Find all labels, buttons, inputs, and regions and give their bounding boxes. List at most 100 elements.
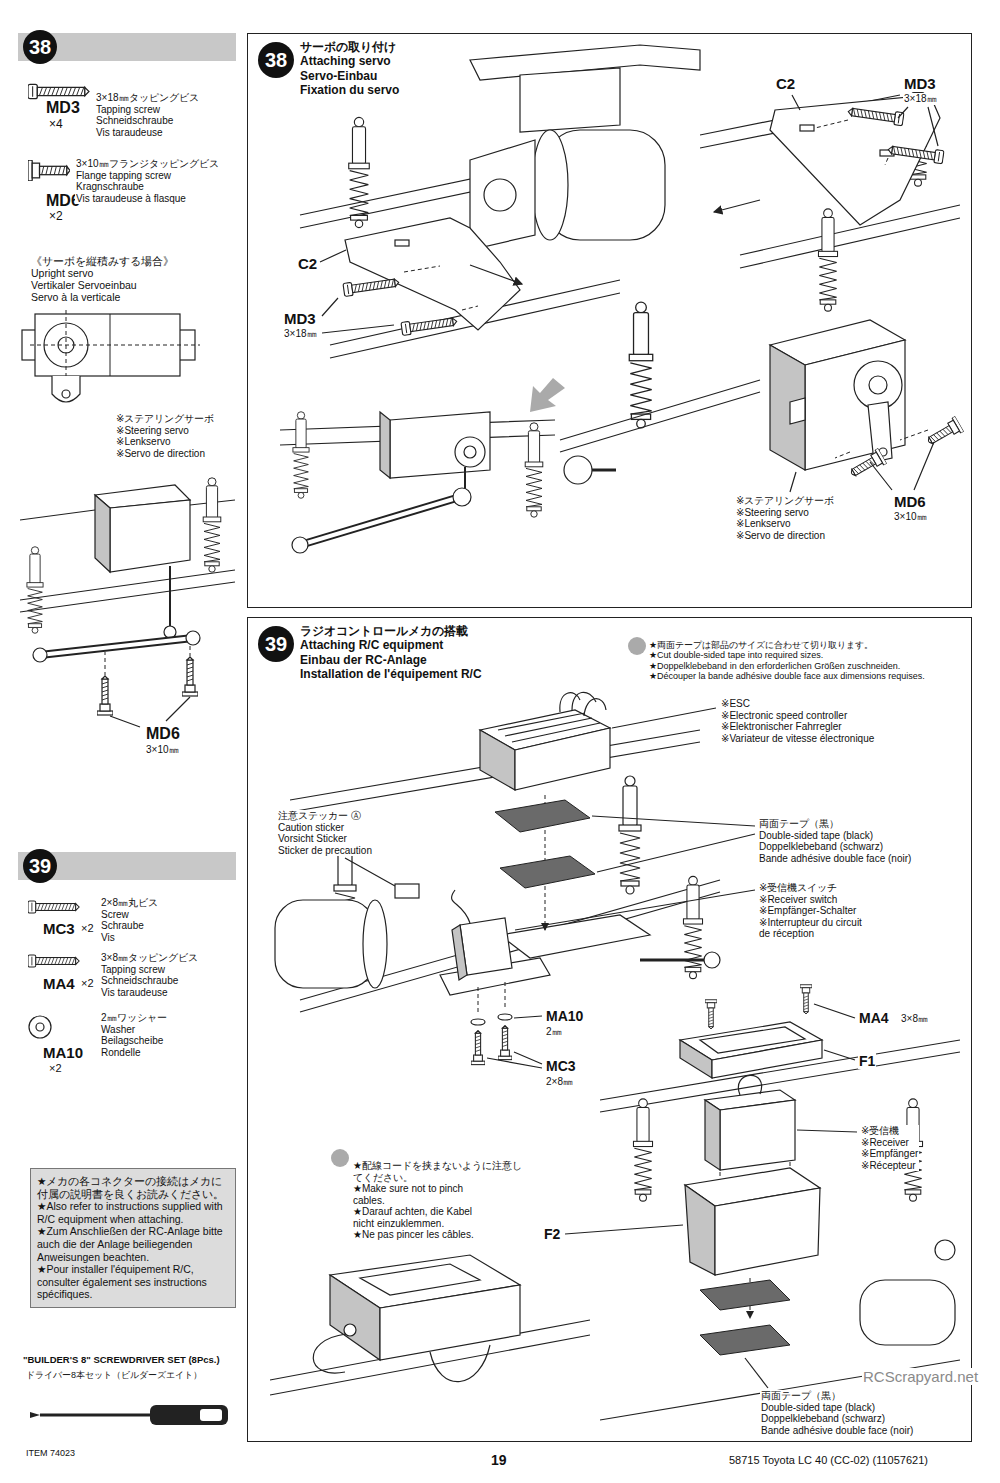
sidebar-38-part (52, 376, 80, 402)
servo-illustration-part (790, 398, 805, 424)
servo-illustration-part (869, 376, 887, 394)
servo-illustration-part (714, 200, 760, 212)
rc-illustration-part (498, 1026, 512, 1060)
servo-illustration-part (532, 130, 568, 240)
callout-label: ※受信機スイッチ ※Receiver switch ※Empfänger-Sch… (758, 882, 863, 940)
note-text: ★両面テープは部品のサイズに合わせて切り取ります。 ★Cut double-si… (648, 640, 926, 681)
rc-illustration-part (345, 708, 755, 930)
part-code: MA4 (858, 1010, 890, 1026)
servo-illustration-part (390, 412, 490, 478)
item-number: ITEM 74023 (25, 1448, 76, 1458)
rc-illustration-part (814, 1004, 855, 1060)
rc-illustration-part (705, 1100, 720, 1170)
part-code: MD3 (283, 310, 317, 327)
sidebar-38-part (182, 657, 198, 696)
rc-illustration-part (860, 1280, 955, 1345)
servo-illustration-part (800, 125, 814, 131)
rc-illustration-part (395, 884, 419, 898)
dimension: 3×18㎜ (283, 328, 318, 340)
sidebar-38-part (28, 84, 89, 98)
tool-name: ドライバー8本セット（ビルダーズエイト） (25, 1370, 203, 1380)
step-number-circle: 39 (258, 626, 294, 662)
servo-illustration-part (530, 378, 565, 412)
step-title: サーボの取り付け Attaching servo Servo-Einbau Fi… (300, 40, 399, 98)
servo-illustration-part (380, 412, 390, 478)
sidebar-38-part (97, 676, 113, 715)
rc-illustration-part (800, 985, 812, 1014)
part-code: MD3 (45, 99, 81, 117)
step-panel: サーボの取り付け Attaching servo Servo-Einbau Fi… (247, 33, 972, 608)
rc-illustration-part (487, 1016, 542, 1068)
sidebar-39-part (40, 1414, 150, 1417)
rc-illustration-part (705, 1000, 717, 1029)
servo-illustration-part (629, 302, 652, 428)
callout-label: ※ステアリングサーボ ※Steering servo ※Lenkservo ※S… (735, 495, 835, 541)
step-number: 38 (265, 49, 287, 72)
note-text: ★メカの各コネクターの接続はメカに付属の説明書を良くお読みください。 ★Also… (37, 1175, 229, 1301)
servo-illustration-part (300, 497, 460, 545)
section-heading: 《サーボを縦積みする場合》 Upright servo Vertikaler S… (30, 255, 175, 303)
part-code: MA4 (42, 975, 76, 992)
rc-illustration-part (797, 1130, 857, 1132)
part-description: 2㎜ワッシャー Washer Beilagscheibe Rondelle (100, 1012, 168, 1058)
rc-illustration-part (738, 1075, 761, 1095)
servo-illustration-part (464, 446, 476, 458)
callout-label: ※受信機 ※Receiver ※Empfänger ※Récepteur (860, 1125, 919, 1171)
servo-illustration-part (770, 345, 805, 470)
part-description: 3×10㎜フランジタッピングビス Flange tapping screw Kr… (75, 158, 220, 204)
dimension: 3×8㎜ (900, 1013, 929, 1025)
rc-illustration-part (360, 1264, 480, 1295)
rc-illustration-part (275, 900, 375, 988)
sidebar-38-part (110, 500, 190, 572)
rc-illustration-part (683, 876, 702, 978)
callout-label: 両面テープ（黒） Double-sided tape (black) Doppe… (760, 1390, 914, 1436)
part-code: MC3 (42, 920, 76, 937)
rc-illustration-part (565, 1225, 683, 1234)
tool-name: "BUILDER'S 8" SCREWDRIVER SET (8Pcs.) (22, 1355, 221, 1366)
callout-label: 両面テープ（黒） Double-sided tape (black) Doppe… (758, 818, 912, 864)
rc-illustration-part (478, 980, 505, 1012)
sidebar-38-part (27, 547, 43, 634)
rc-illustration-part (619, 776, 641, 894)
watermark: RCScrapyard.net (862, 1368, 979, 1385)
quantity: ×2 (48, 210, 64, 224)
sidebar-38-part (95, 495, 110, 572)
servo-illustration-part (835, 430, 928, 458)
sidebar-38-part (186, 631, 200, 645)
part-code: MA10 (42, 1044, 84, 1061)
dimension: 2㎜ (545, 1026, 563, 1038)
rc-illustration-part (460, 918, 512, 975)
dimension: 3×18㎜ (903, 93, 938, 105)
rc-illustration-part (498, 1014, 512, 1020)
servo-illustration-part (564, 456, 592, 484)
rc-illustration-part (704, 952, 720, 968)
sidebar-38-part (40, 638, 193, 655)
sidebar-39-part (150, 1405, 228, 1425)
rc-illustration-part (712, 1040, 822, 1078)
callout-label: 注意ステッカー Ⓐ Caution sticker Vorsicht Stick… (277, 810, 373, 856)
rc-illustration-part (745, 1358, 768, 1388)
rc-illustration-part (498, 713, 600, 742)
rc-illustration-part (560, 692, 606, 716)
quantity: ×2 (48, 1062, 63, 1075)
rc-illustration-part (715, 1188, 820, 1275)
sidebar-38-part (169, 566, 171, 630)
sidebar-38-part (105, 645, 190, 676)
sidebar-39-part (29, 1016, 51, 1038)
rc-illustration-part (600, 1040, 960, 1420)
rc-illustration (270, 637, 960, 1420)
sidebar-39-part (36, 1023, 44, 1031)
part-code: F2 (543, 1226, 561, 1242)
rc-illustration-part (471, 1031, 485, 1065)
servo-illustration-part (401, 315, 458, 336)
sidebar-38-part (40, 638, 193, 655)
servo-illustration-part (525, 423, 543, 517)
servo-illustration-part (464, 467, 466, 490)
dimension: 3×10㎜ (145, 744, 180, 756)
step-number: 38 (29, 36, 51, 59)
rc-illustration-part (500, 856, 595, 888)
sidebar-39-part (30, 1412, 40, 1418)
servo-illustration-part (847, 105, 904, 126)
dimension: 3×10㎜ (893, 511, 928, 523)
